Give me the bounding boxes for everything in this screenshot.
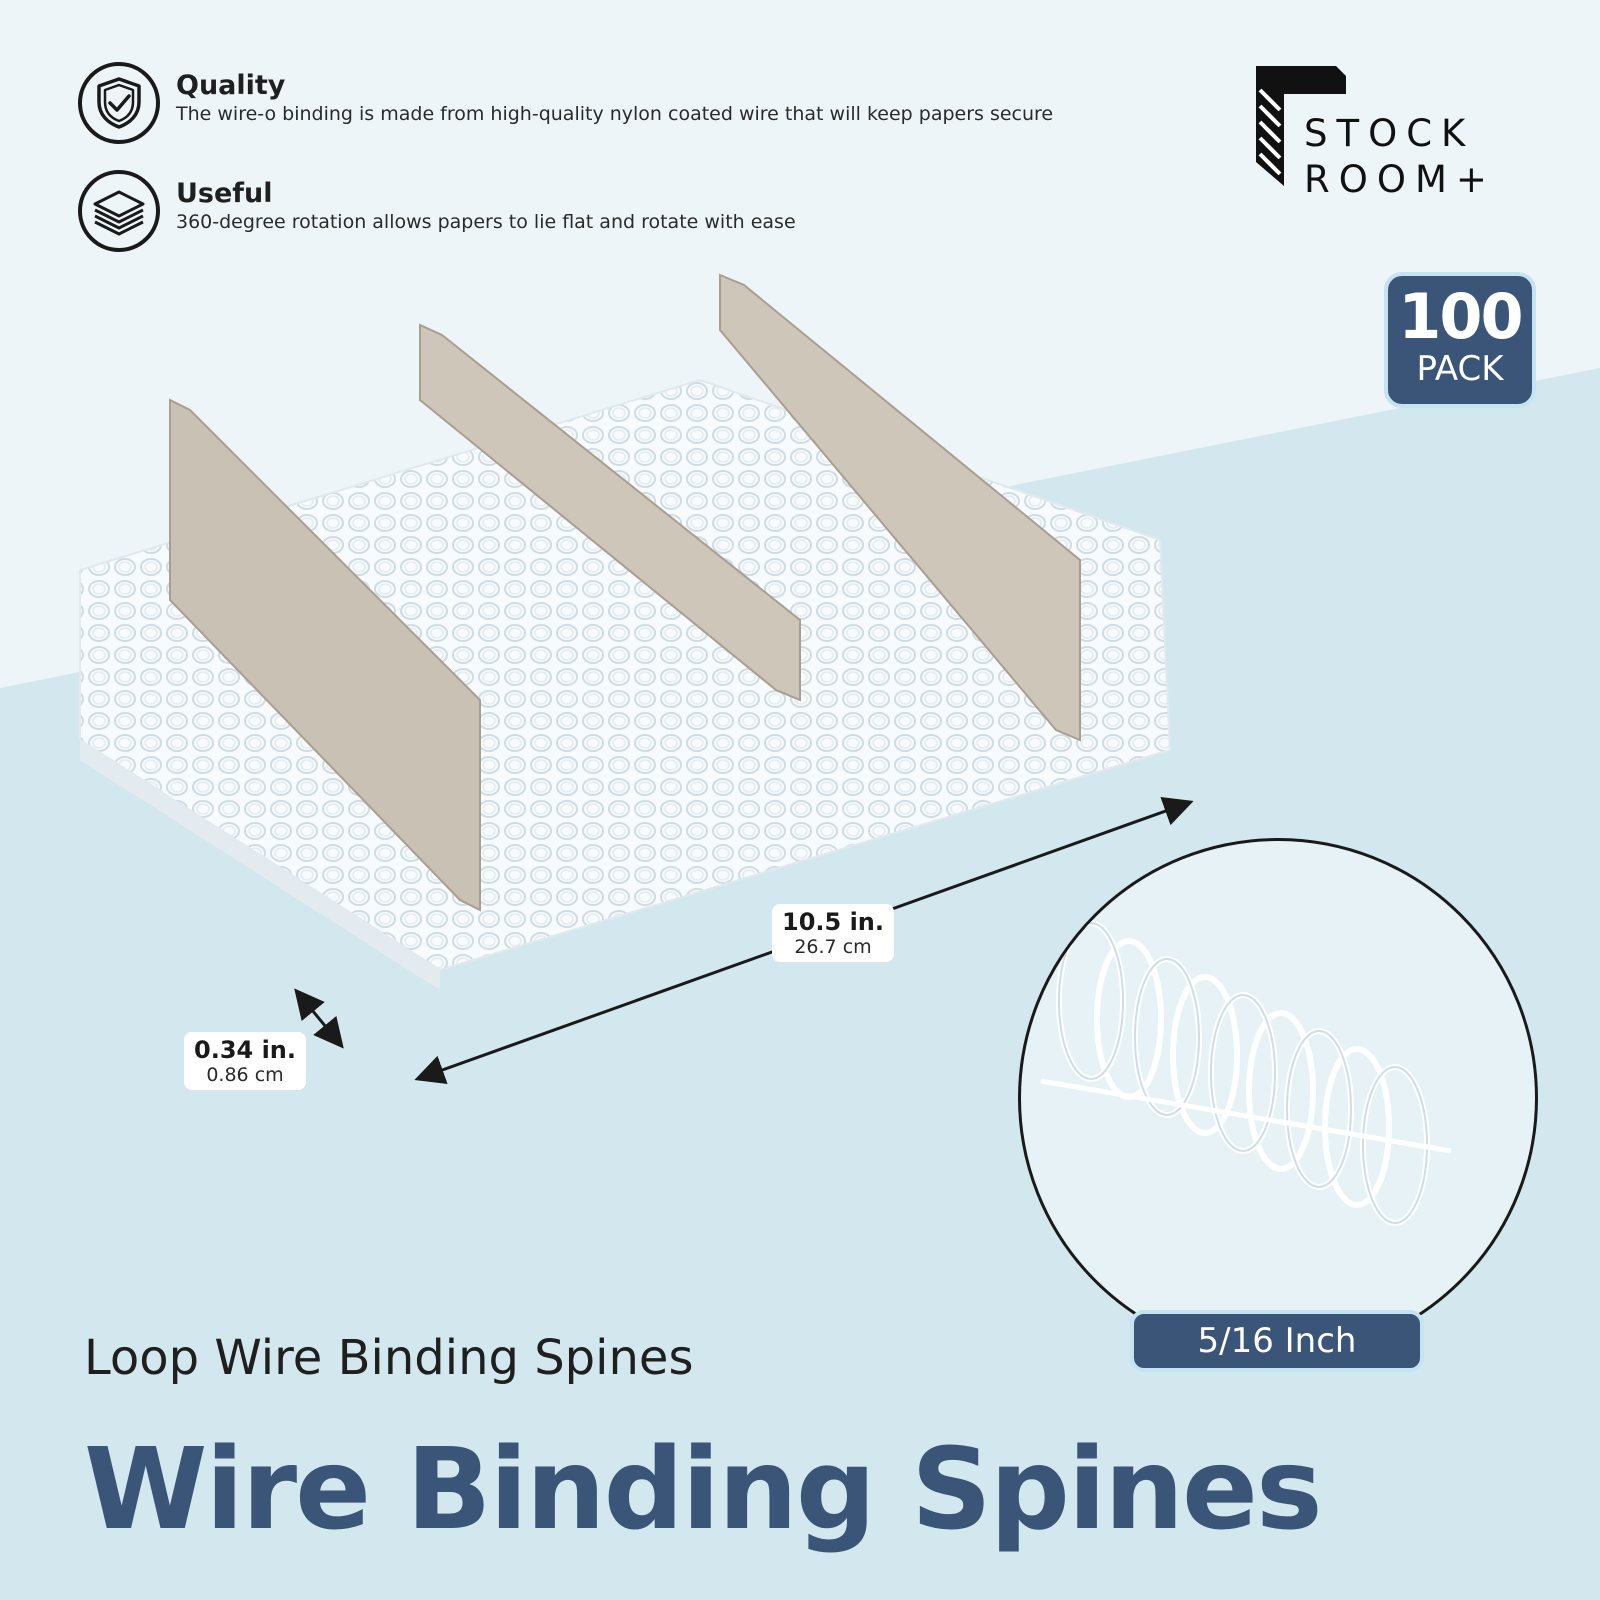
pack-count-badge: 100 PACK xyxy=(1384,272,1536,408)
width-metric: 0.86 cm xyxy=(206,1064,284,1086)
length-imperial: 10.5 in. xyxy=(782,908,884,936)
brand-logo: STOCK ROOM+ xyxy=(1256,66,1546,206)
feature-quality: Quality The wire-o binding is made from … xyxy=(78,62,1053,144)
feature-title: Quality xyxy=(176,70,286,101)
length-dimension-label: 10.5 in. 26.7 cm xyxy=(772,904,894,962)
feature-title: Useful xyxy=(176,178,273,209)
brand-line-1: STOCK xyxy=(1304,112,1475,155)
product-headline: Wire Binding Spines xyxy=(84,1425,1323,1555)
width-imperial: 0.34 in. xyxy=(194,1036,296,1064)
product-subtitle: Loop Wire Binding Spines xyxy=(84,1330,694,1386)
shield-check-icon xyxy=(78,62,160,144)
wire-spine-closeup xyxy=(1040,920,1452,1226)
feature-description: 360-degree rotation allows papers to lie… xyxy=(176,211,796,233)
size-label-badge: 5/16 Inch xyxy=(1130,1310,1424,1372)
length-metric: 26.7 cm xyxy=(794,936,872,958)
width-dimension-label: 0.34 in. 0.86 cm xyxy=(184,1032,306,1090)
pack-unit: PACK xyxy=(1416,349,1504,389)
stack-layers-icon xyxy=(78,170,160,252)
pack-count: 100 xyxy=(1398,280,1523,353)
zoom-detail-circle xyxy=(1018,838,1538,1358)
feature-description: The wire-o binding is made from high-qua… xyxy=(176,103,1054,125)
logo-mark-icon xyxy=(1256,66,1346,186)
brand-line-2: ROOM+ xyxy=(1304,158,1496,201)
feature-useful: Useful 360-degree rotation allows papers… xyxy=(78,170,796,252)
